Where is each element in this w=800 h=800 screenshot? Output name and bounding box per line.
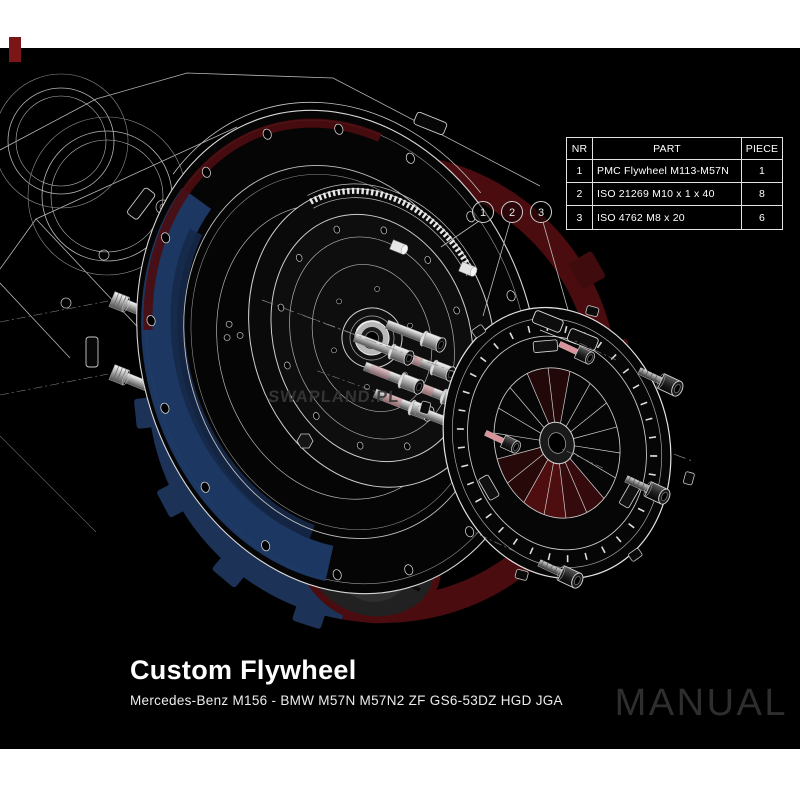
page-title: Custom Flywheel <box>130 655 357 685</box>
clutch-pressure-plate <box>419 305 695 581</box>
hex-nut <box>296 433 314 449</box>
clutch-top-bracket <box>531 310 599 351</box>
bolt-axis-lines <box>473 339 617 553</box>
diaphragm-fingers <box>493 367 621 519</box>
dowel-pins <box>389 239 478 277</box>
table-row-1-nr: 1 <box>567 160 593 183</box>
leader-line-1 <box>440 220 480 248</box>
parts-table-header-piece: PIECE <box>742 138 782 160</box>
watermark-text: SWAPLAND.PL <box>268 387 400 406</box>
callout-3: 3 <box>530 201 552 223</box>
parts-table-header-part: PART <box>593 138 742 160</box>
clutch-red-openings <box>497 367 604 519</box>
clutch-lugs <box>419 305 695 581</box>
block-bolt-hole <box>98 249 110 261</box>
parts-table-header-nr: NR <box>567 138 593 160</box>
callout-2-label: 2 <box>509 207 515 219</box>
leader-line-2 <box>482 221 511 317</box>
cylinder-bore <box>7 87 115 195</box>
table-row-3-piece: 6 <box>758 211 766 224</box>
table-row-3-nr: 3 <box>567 206 593 229</box>
page-subtitle: Mercedes-Benz M156 - BMW M57N M57N2 ZF G… <box>130 692 563 708</box>
manual-label: MANUAL <box>614 682 788 724</box>
bolts-m8 <box>473 339 684 589</box>
table-row-1-part: PMC Flywheel M113-M57N <box>593 160 742 183</box>
table-row-2-part: ISO 21269 M10 x 1 x 40 <box>593 183 742 206</box>
callout-2: 2 <box>501 201 523 223</box>
callout-1: 1 <box>472 201 494 223</box>
table-row-2-piece: 8 <box>742 183 782 206</box>
table-row-1-piece: 1 <box>742 160 782 183</box>
leader-line-3 <box>542 221 569 311</box>
red-rim-arc <box>143 118 382 331</box>
ring-gear-teeth <box>309 187 475 275</box>
title-block: Custom Flywheel Mercedes-Benz M156 - BMW… <box>130 655 563 708</box>
clutch-rivets <box>456 323 658 563</box>
block-bolt-hole <box>60 297 72 309</box>
callout-3-label: 3 <box>538 207 544 219</box>
stud-axis-lines <box>0 300 109 396</box>
callouts: 1 2 3 <box>440 201 569 317</box>
table-row-3-part: ISO 4762 M8 x 20 <box>593 206 742 229</box>
engine-block-wireframe <box>0 72 541 533</box>
parts-table: NR PART PIECE 1 PMC Flywheel M113-M57N 1… <box>566 137 783 230</box>
blue-rim-highlight <box>141 187 334 582</box>
table-row-2-nr: 2 <box>567 183 593 206</box>
callout-1-label: 1 <box>480 207 486 219</box>
clutch-straps <box>478 339 641 509</box>
corner-red-mark <box>9 37 21 62</box>
